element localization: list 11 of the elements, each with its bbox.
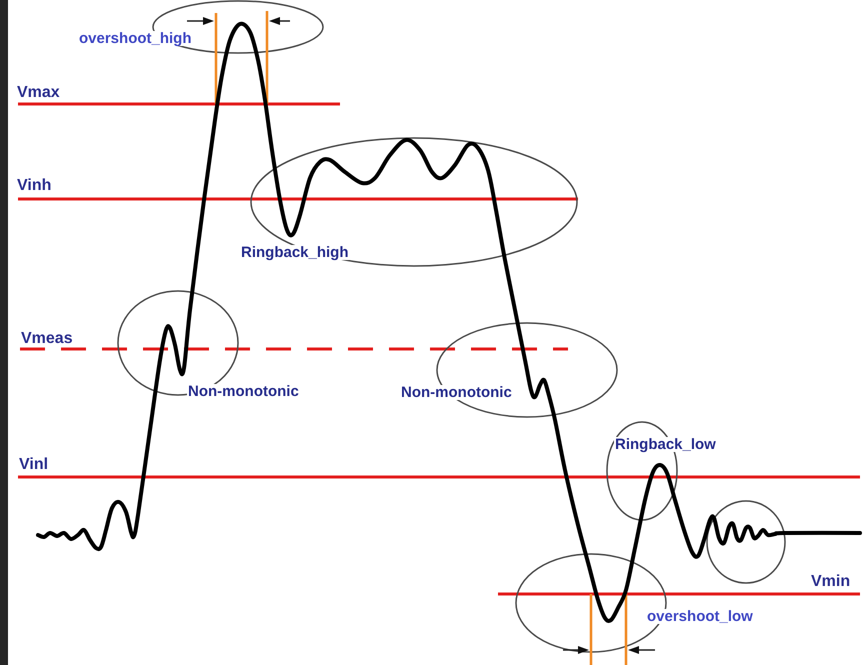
callout-label: Ringback_high bbox=[240, 245, 350, 260]
voltage-level-label: Vmeas bbox=[21, 331, 73, 347]
voltage-level-label: Vinl bbox=[19, 457, 48, 473]
callout-label: overshoot_high bbox=[78, 31, 193, 46]
voltage-level-label: Vinh bbox=[17, 178, 52, 194]
callout-label: Non-monotonic bbox=[400, 385, 513, 400]
voltage-level-label: Vmin bbox=[811, 574, 850, 590]
voltage-level-label: Vmax bbox=[17, 85, 60, 101]
callout-label: overshoot_low bbox=[646, 609, 754, 624]
callout-label: Non-monotonic bbox=[187, 384, 300, 399]
callout-label: Ringback_low bbox=[614, 437, 717, 452]
